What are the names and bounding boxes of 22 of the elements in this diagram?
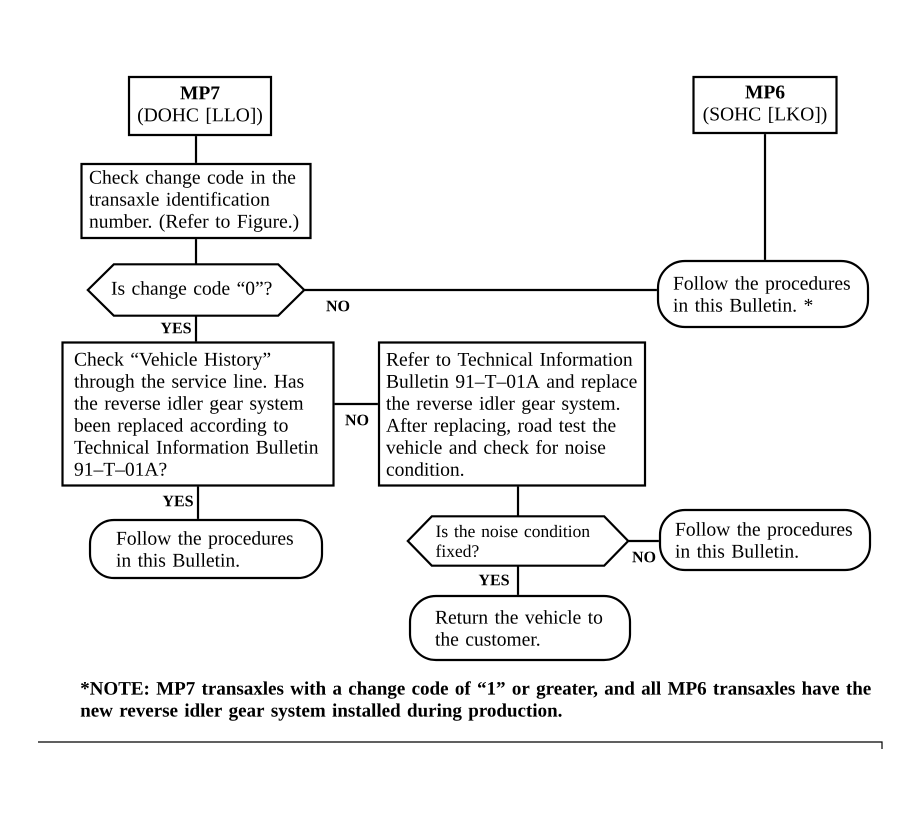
process-box: Check change code in the transaxle identification number. (Refer to Figure.) xyxy=(80,162,312,240)
connector-line xyxy=(764,134,766,260)
edge-label: NO xyxy=(631,550,657,564)
edge-label: YES xyxy=(161,494,195,508)
connector-line xyxy=(304,288,657,292)
connector-line xyxy=(516,566,520,595)
model-box: MP6 (SOHC [LKO]) xyxy=(692,76,838,134)
edge-label: NO xyxy=(325,300,351,312)
edge-label: YES xyxy=(477,574,511,586)
edge-label: NO xyxy=(344,414,370,426)
edge-label: YES xyxy=(159,322,193,334)
connector-line xyxy=(194,136,198,163)
connector-line xyxy=(628,540,659,542)
connector-line xyxy=(334,402,378,406)
note-text: *NOTE: MP7 transaxles with a change code of “1” or greater, and all MP6 transaxles have the new reverse idler gear system installed during production. xyxy=(80,681,871,721)
connector-line xyxy=(194,316,198,342)
model-box: MP7 (DOHC [LLO]) xyxy=(128,76,272,136)
process-box: Refer to Technical Information Bulletin 91–T–01A and replace the reverse idler gear system. After replacing, road test the vehicle and check for noise condition. xyxy=(378,341,646,487)
connector-line xyxy=(194,239,198,264)
connector-line xyxy=(196,486,200,519)
connector-line xyxy=(516,486,520,516)
process-box: Check “Vehicle History” through the service line. Has the reverse idler gear system been replaced according to Technical Information Bulletin 91–T–01A? xyxy=(61,341,335,487)
